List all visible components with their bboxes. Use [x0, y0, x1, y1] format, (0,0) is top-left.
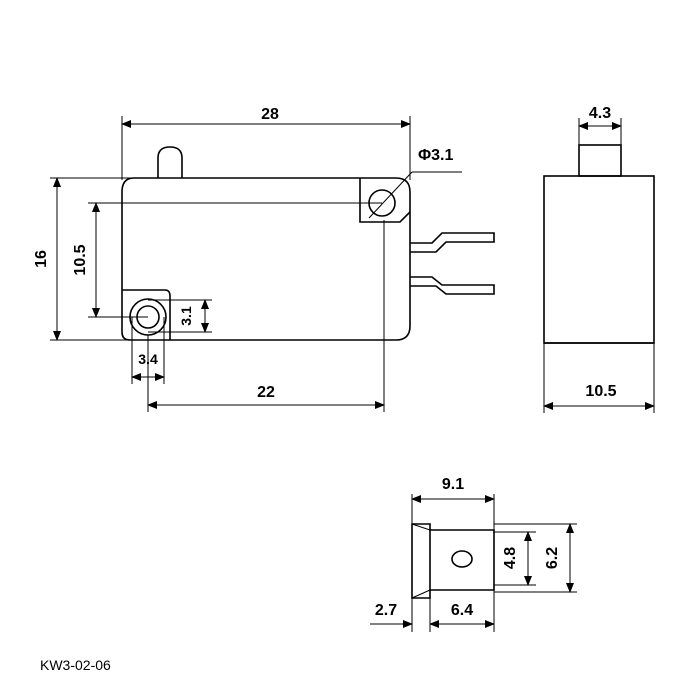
side-view-dimensions: 4.3 10.5 — [543, 105, 655, 413]
switch-body — [121, 177, 411, 341]
dim-overall-length: 28 — [261, 106, 279, 123]
dim-terminal-slot-height: 4.8 — [502, 547, 519, 569]
dim-terminal-width: 9.1 — [442, 476, 464, 493]
actuator-plunger — [157, 146, 183, 178]
dim-overall-height: 16 — [33, 250, 50, 268]
part-code-label: KW3-02-06 — [40, 657, 111, 673]
dim-hole-diameter: Φ3.1 — [418, 147, 453, 164]
dim-body-thickness: 10.5 — [585, 383, 616, 400]
front-view — [121, 146, 495, 341]
terminal-detail-view — [411, 523, 495, 599]
dim-hole-spacing-horizontal: 22 — [257, 384, 275, 401]
side-body — [543, 175, 655, 344]
dim-terminal-offset: 2.7 — [375, 602, 397, 619]
terminal-detail-dimensions: 9.1 4.8 6.2 2.7 6.4 — [370, 476, 577, 632]
dim-actuator-width: 4.3 — [589, 105, 611, 122]
terminals — [410, 232, 495, 295]
dim-terminal-slot-width: 6.4 — [451, 602, 473, 619]
bottom-mount-boss — [122, 289, 171, 340]
dim-terminal-height: 6.2 — [544, 547, 561, 569]
terminal-hole — [451, 550, 473, 568]
front-view-dimensions: 28 Φ3.1 16 10.5 3.1 3.4 22 — [33, 106, 453, 412]
side-view — [543, 144, 655, 344]
side-actuator — [578, 144, 622, 177]
dim-hole-spacing-vertical: 10.5 — [72, 244, 89, 275]
top-mount-boss — [359, 178, 411, 223]
dim-hole-offset-vertical: 3.1 — [178, 306, 194, 326]
